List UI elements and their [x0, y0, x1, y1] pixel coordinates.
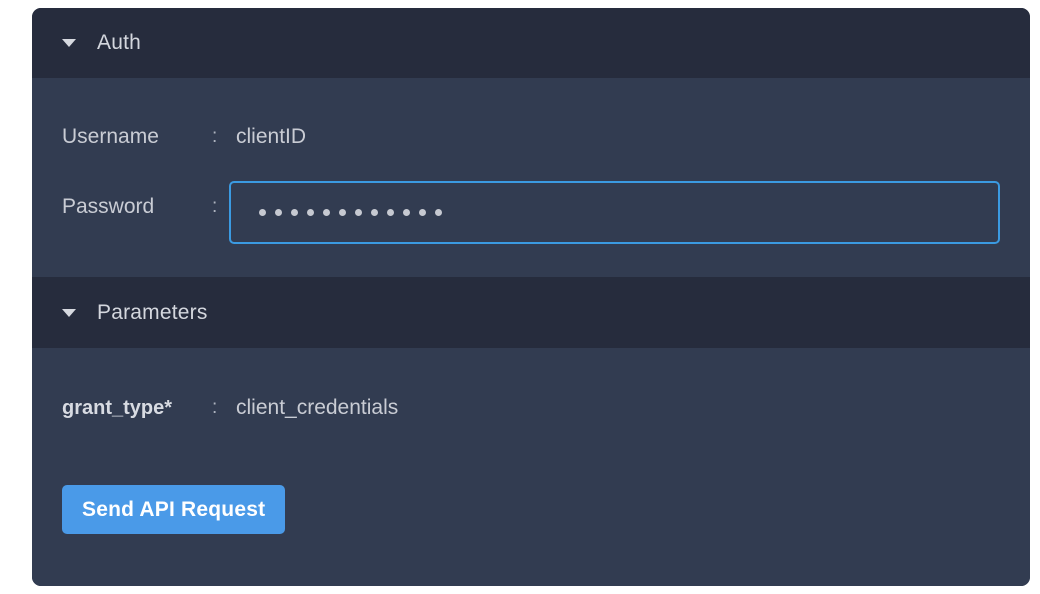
password-dot — [291, 209, 298, 216]
password-label: Password — [62, 195, 155, 218]
field-row-username: Username : clientID — [62, 125, 306, 149]
parameters-section-body: grant_type* : client_credentials Send AP… — [32, 348, 1030, 586]
password-masked-value — [259, 209, 442, 216]
password-dot — [323, 209, 330, 216]
password-dot — [355, 209, 362, 216]
field-row-grant-type: grant_type* : client_credentials — [62, 396, 398, 420]
auth-section-header[interactable]: Auth — [32, 8, 1030, 78]
grant-type-label: grant_type* — [62, 396, 173, 419]
send-api-request-button[interactable]: Send API Request — [62, 485, 286, 534]
password-dot — [307, 209, 314, 216]
parameters-section-header[interactable]: Parameters — [32, 277, 1030, 348]
password-input[interactable] — [229, 181, 1000, 244]
username-label: Username — [62, 125, 159, 148]
password-dot — [259, 209, 266, 216]
password-dot — [435, 209, 442, 216]
password-dot — [371, 209, 378, 216]
auth-section-body: Username : clientID Password : — [32, 78, 1030, 277]
password-dot — [403, 209, 410, 216]
field-row-password: Password : — [62, 195, 236, 219]
password-dot — [387, 209, 394, 216]
caret-down-icon[interactable] — [62, 308, 76, 317]
password-dot — [339, 209, 346, 216]
auth-section-title: Auth — [97, 31, 141, 54]
parameters-section-title: Parameters — [97, 300, 208, 324]
password-dot — [419, 209, 426, 216]
api-request-card: Auth Username : clientID Password : — [32, 8, 1030, 586]
caret-down-icon[interactable] — [62, 39, 76, 47]
password-separator: : — [212, 196, 218, 217]
grant-type-value[interactable]: client_credentials — [236, 396, 399, 419]
username-separator: : — [212, 126, 218, 147]
username-value[interactable]: clientID — [236, 125, 307, 148]
grant-type-separator: : — [212, 397, 218, 418]
password-dot — [275, 209, 282, 216]
